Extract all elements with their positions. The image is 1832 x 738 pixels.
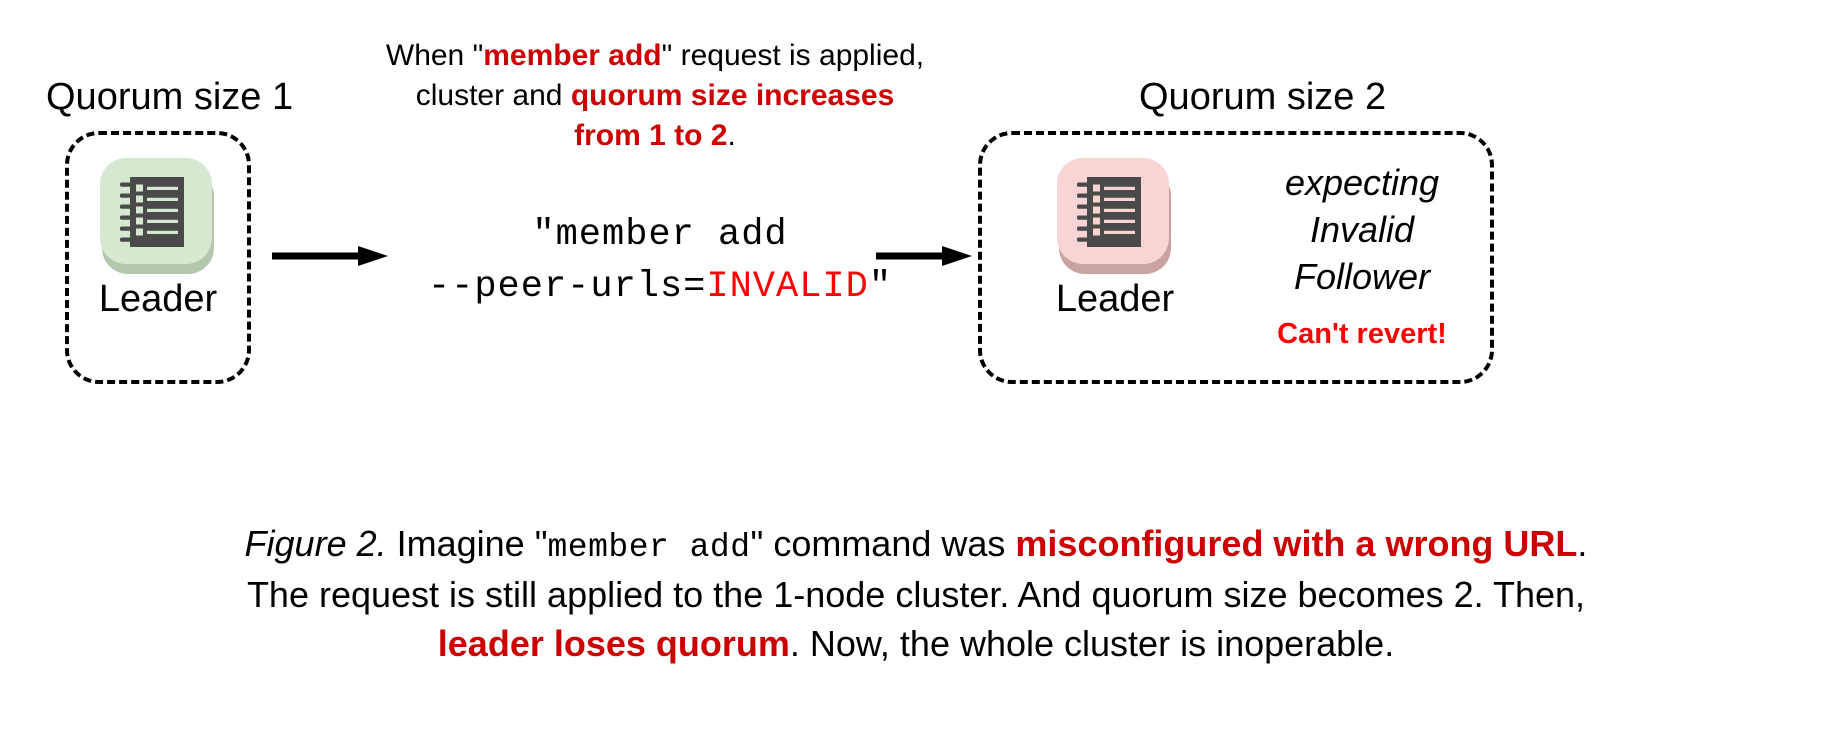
arrow-command-to-right (876, 245, 972, 267)
command-line-1: "member add (532, 214, 788, 256)
top-note-l1-a: When " (385, 39, 484, 72)
top-note-l2-a: cluster and (415, 79, 571, 113)
right-node-icon-wrap (1057, 158, 1173, 274)
top-note-l3-b: . (727, 119, 736, 153)
top-note-line-2: cluster and quorum size increases (330, 76, 980, 116)
top-note-line-3: from 1 to 2. (330, 116, 980, 156)
right-cluster-node: Leader (1045, 158, 1185, 320)
right-cluster-annotation: expecting Invalid Follower Can't revert! (1237, 160, 1487, 351)
command-closing-quote: " (868, 265, 893, 308)
figure-caption: Figure 2. Imagine "member add" command w… (0, 520, 1832, 669)
caption-l1-highlight: misconfigured with a wrong URL (1015, 523, 1578, 564)
caption-l1-command: member add (547, 529, 751, 566)
left-cluster-node: Leader (88, 158, 228, 320)
annotation-line-1: expecting (1284, 162, 1440, 203)
left-cluster-box (65, 131, 251, 384)
caption-l3-text: . Now, the whole cluster is inoperable. (789, 622, 1395, 664)
left-node-icon-wrap (100, 158, 216, 274)
caption-l3-highlight: leader loses quorum (437, 622, 790, 664)
left-node-label: Leader (98, 278, 218, 320)
command-invalid-value: INVALID (706, 265, 869, 308)
annotation-line-3: Follower (1293, 255, 1431, 297)
annotation-line-2: Invalid (1309, 208, 1415, 250)
top-explanatory-note: When "member add" request is applied, cl… (330, 36, 980, 157)
command-flag: --peer-urls= (427, 265, 707, 308)
right-cluster-box (978, 131, 1494, 384)
caption-l1-t1: Imagine " (386, 523, 548, 564)
caption-line-1: Figure 2. Imagine "member add" command w… (0, 520, 1832, 571)
command-line-2: --peer-urls=INVALID" (400, 262, 920, 314)
caption-l1-t3: . (1577, 523, 1588, 564)
top-note-l3-highlight: from 1 to 2 (574, 119, 728, 153)
top-note-l1-c: " request is applied, (661, 39, 925, 72)
figure-label: Figure 2. (244, 523, 387, 564)
ledger-icon (1077, 177, 1141, 247)
caption-l1-t2: " command was (750, 523, 1016, 564)
right-cluster-title: Quorum size 2 (1139, 76, 1387, 118)
command-text-block: "member add --peer-urls=INVALID" (400, 210, 920, 314)
top-note-l1-highlight: member add (483, 39, 662, 72)
left-cluster-title: Quorum size 1 (46, 76, 294, 118)
arrow-left-to-command (272, 245, 388, 267)
cant-revert-warning: Can't revert! (1277, 318, 1447, 351)
caption-line-2: The request is still applied to the 1-no… (246, 573, 1586, 615)
top-note-line-1: When "member add" request is applied, (330, 36, 980, 76)
top-note-l2-highlight: quorum size increases (570, 79, 895, 113)
right-node-label: Leader (1055, 278, 1175, 320)
caption-line-3: leader loses quorum. Now, the whole clus… (0, 620, 1832, 669)
ledger-icon (120, 177, 184, 247)
